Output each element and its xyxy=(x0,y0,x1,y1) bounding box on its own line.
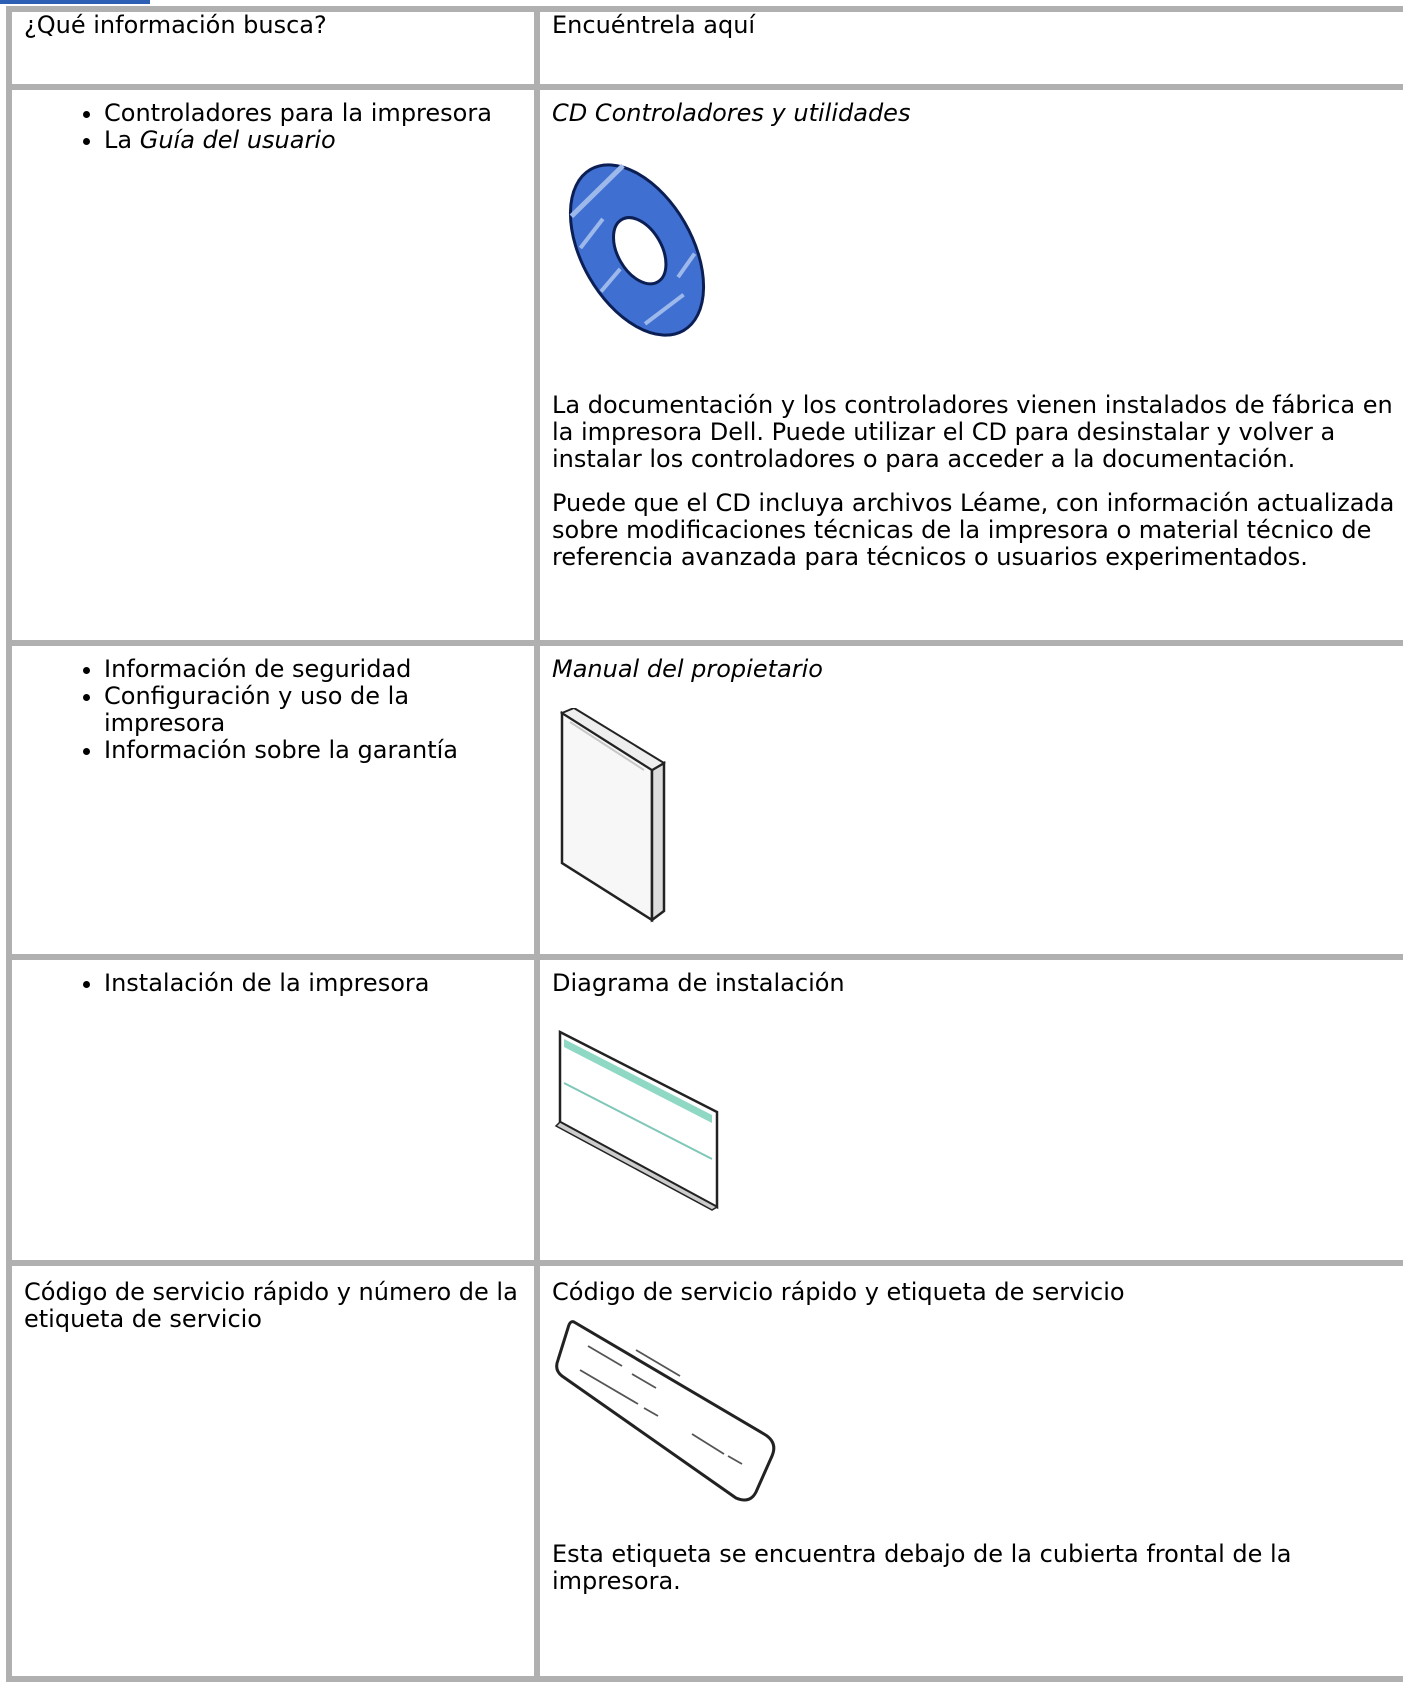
row-source-cell: CD Controladores y utilidades xyxy=(537,87,1403,643)
description-paragraph: La documentación y los controladores vie… xyxy=(552,391,1393,473)
header-location-text: Encuéntrela aquí xyxy=(552,11,756,39)
row-source-cell: Diagrama de instalación xyxy=(537,957,1403,1263)
source-title: Diagrama de instalación xyxy=(552,969,845,997)
diagram-icon xyxy=(552,1027,1398,1218)
list-item: Configuración y uso de la impresora xyxy=(104,683,522,737)
table-row: Instalación de la impresora Diagrama de … xyxy=(9,957,1403,1263)
info-table: ¿Qué información busca? Encuéntrela aquí… xyxy=(6,6,1403,1682)
table-row: Información de seguridad Configuración y… xyxy=(9,643,1403,957)
list-item-prefix: La xyxy=(104,126,140,154)
list-item: La Guía del usuario xyxy=(104,127,522,154)
topic-list: Información de seguridad Configuración y… xyxy=(24,656,522,764)
table-row: Código de servicio rápido y número de la… xyxy=(9,1263,1403,1679)
topic-list: Instalación de la impresora xyxy=(24,970,522,997)
topic-list: Controladores para la impresora La Guía … xyxy=(24,100,522,154)
source-title: Manual del propietario xyxy=(552,655,823,683)
list-item: Instalación de la impresora xyxy=(104,970,522,997)
list-item: Controladores para la impresora xyxy=(104,100,522,127)
description-paragraph: Puede que el CD incluya archivos Léame, … xyxy=(552,489,1395,571)
table-header-row: ¿Qué información busca? Encuéntrela aquí xyxy=(9,9,1403,87)
header-strip xyxy=(0,0,150,4)
row-source-cell: Manual del propietario xyxy=(537,643,1403,957)
description-paragraph: Esta etiqueta se encuentra debajo de la … xyxy=(552,1540,1292,1595)
row-topics-cell: Controladores para la impresora La Guía … xyxy=(9,87,537,643)
source-title: Código de servicio rápido y etiqueta de … xyxy=(552,1278,1125,1306)
source-title: CD Controladores y utilidades xyxy=(552,99,911,127)
header-cell-location: Encuéntrela aquí xyxy=(537,9,1403,87)
service-code-text: Código de servicio rápido y número de la… xyxy=(24,1278,518,1333)
cd-icon xyxy=(552,156,1398,343)
manual-icon xyxy=(552,706,1398,929)
list-item: Información sobre la garantía xyxy=(104,737,522,764)
header-cell-question: ¿Qué información busca? xyxy=(9,9,537,87)
row-topics-cell: Información de seguridad Configuración y… xyxy=(9,643,537,957)
header-question-text: ¿Qué información busca? xyxy=(24,11,327,39)
row-topics-cell: Instalación de la impresora xyxy=(9,957,537,1263)
row-topics-cell: Código de servicio rápido y número de la… xyxy=(9,1263,537,1679)
row-source-cell: Código de servicio rápido y etiqueta de … xyxy=(537,1263,1403,1679)
list-item: Información de seguridad xyxy=(104,656,522,683)
service-label-icon xyxy=(552,1316,1398,1521)
user-guide-title: Guía del usuario xyxy=(139,126,336,154)
table-row: Controladores para la impresora La Guía … xyxy=(9,87,1403,643)
